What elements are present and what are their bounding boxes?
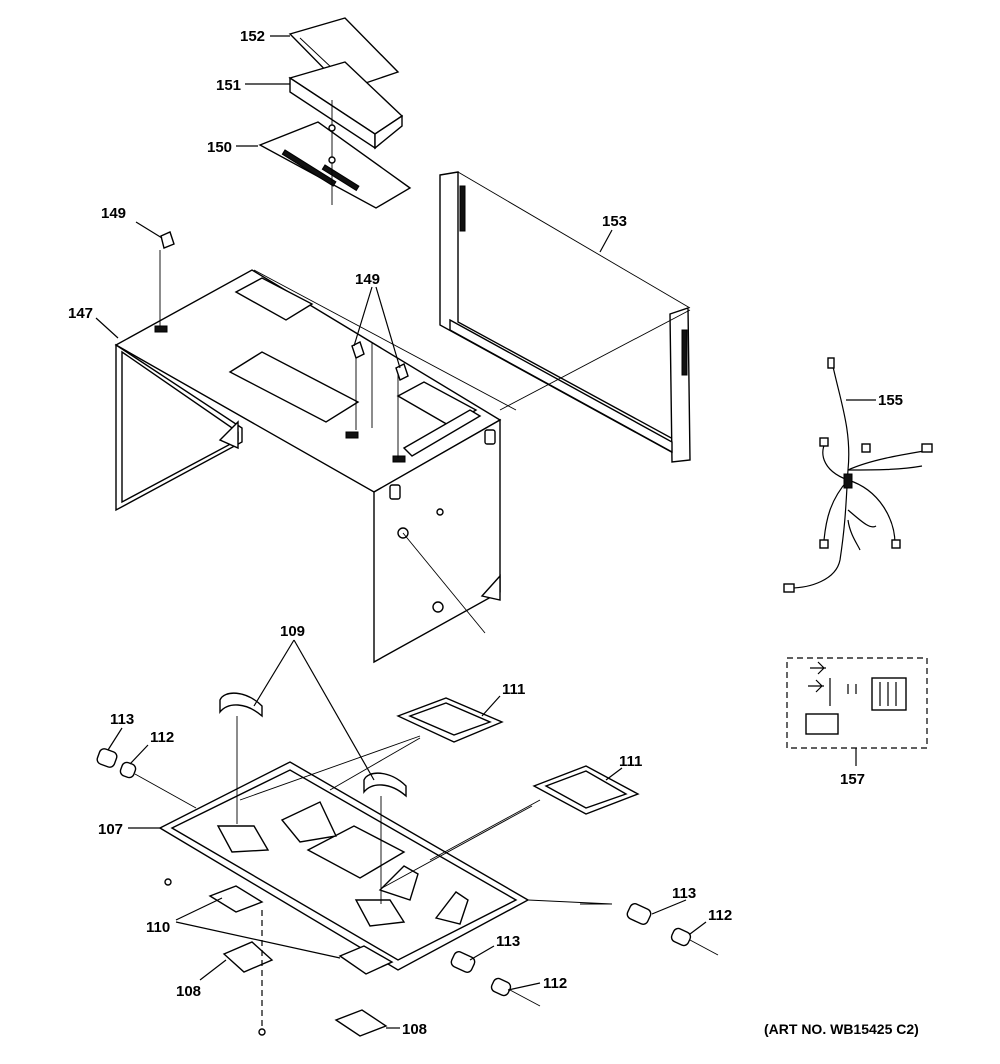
label-153: 153: [602, 213, 627, 230]
part-155-wire-harness: [783, 357, 933, 593]
part-112-bulb-mid: [490, 899, 613, 1007]
label-151: 151: [216, 77, 241, 94]
part-110-cover-right: [338, 945, 394, 975]
part-112-bulb-left: [119, 761, 197, 809]
part-111-filter-bottom: [532, 765, 640, 815]
part-109-clip-left: [219, 692, 263, 824]
part-113-socket-mid: [450, 951, 476, 973]
label-149-center: 149: [355, 271, 380, 288]
leader-lines: [95, 35, 876, 1029]
part-111-filter-top: [396, 697, 504, 743]
part-108-plate-left: [222, 941, 274, 973]
label-109: 109: [280, 623, 305, 640]
label-108-bottom: 108: [402, 1021, 427, 1038]
part-110-cover-left: [208, 885, 264, 913]
part-153-mounting-frame: [439, 171, 691, 463]
part-112-bulb-right: [580, 903, 719, 956]
part-113-socket-left: [96, 748, 118, 768]
label-113-right: 113: [672, 885, 696, 902]
label-107: 107: [98, 821, 123, 838]
part-157-hardware-kit: [786, 657, 928, 766]
label-155: 155: [878, 392, 903, 409]
label-150: 150: [207, 139, 232, 156]
label-147: 147: [68, 305, 93, 322]
label-108-left: 108: [176, 983, 201, 1000]
label-112-mid: 112: [543, 975, 567, 992]
label-113-left: 113: [110, 711, 134, 728]
label-111-top: 111: [502, 681, 525, 698]
part-113-socket-right: [626, 903, 652, 925]
part-151-damper-box: [288, 61, 404, 150]
label-113-mid: 113: [496, 933, 520, 950]
part-108-plate-bottom: [334, 1009, 388, 1037]
art-number: (ART NO. WB15425 C2): [764, 1021, 919, 1037]
part-107-bottom-tray: [158, 735, 533, 971]
part-109-clip-right: [363, 772, 407, 904]
label-157: 157: [840, 771, 865, 788]
label-112-left: 112: [150, 729, 174, 746]
label-110: 110: [146, 919, 170, 936]
part-150-damper-plate: [258, 100, 412, 209]
label-149-top: 149: [101, 205, 126, 222]
part-149-clip-top: [160, 231, 175, 249]
label-152: 152: [240, 28, 265, 45]
part-147-cabinet: [114, 250, 517, 664]
label-111-bottom: 111: [619, 753, 642, 770]
label-112-right: 112: [708, 907, 732, 924]
